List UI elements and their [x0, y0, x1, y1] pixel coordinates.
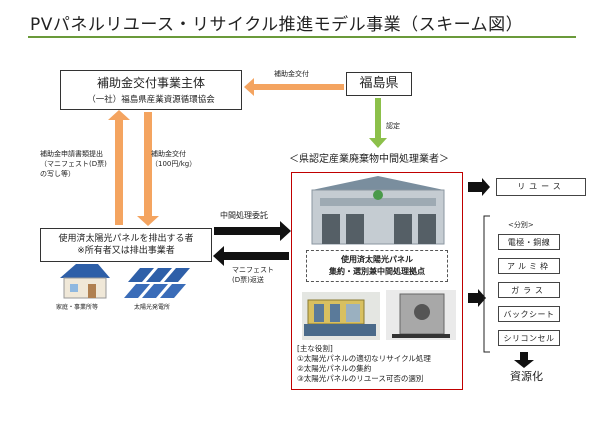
org-sub: （一社）福島県産業資源循環協会 [87, 95, 215, 105]
processor-frame [291, 172, 463, 390]
subsidy-organization-box: 補助金交付事業主体 （一社）福島県産業資源循環協会 [60, 70, 242, 110]
arrow-to-reuse [468, 178, 490, 196]
flow-subsidy-left-1: 補助金交付 [151, 150, 186, 158]
flow-application-2: （マニフェスト(D票) [40, 160, 107, 168]
flow-application-1: 補助金申請書類提出 [40, 150, 103, 158]
caption-home: 家庭・事業所等 [56, 304, 99, 311]
category-silicon: シリコンセル [498, 330, 560, 346]
role-item: ②太陽光パネルの集約 [297, 364, 372, 373]
arrow-approval [369, 98, 387, 148]
role-item: ③太陽光パネルのリユース可否の選別 [297, 374, 424, 383]
category-aluminum: アルミ枠 [498, 258, 560, 274]
resource-label: 資源化 [510, 370, 543, 383]
emitter-line-2: ※所有者又は排出事業者 [77, 246, 175, 256]
category-backsheet: バックシート [498, 306, 560, 322]
flow-application-3: の写し等） [40, 170, 75, 178]
hub-line-1: 使用済太陽光パネル [341, 255, 413, 264]
arrow-subsidy-down [137, 112, 159, 226]
hub-line-2: 集約・選別兼中間処理拠点 [329, 267, 425, 276]
prefecture-box: 福島県 [346, 72, 412, 96]
emitter-box: 使用済太陽光パネルを排出する者 ※所有者又は排出事業者 [40, 228, 212, 262]
house-icon [60, 264, 110, 299]
category-glass: ガラス [498, 282, 560, 298]
roles-title: [主な役割] [297, 344, 333, 353]
arrow-consign [214, 221, 291, 241]
emitter-line-1: 使用済太陽光パネルを排出する者 [58, 234, 194, 244]
category-label: <分別> [508, 221, 534, 229]
flow-manifest-1: マニフェスト [232, 266, 274, 274]
category-electrode: 電極・銅線 [498, 234, 560, 250]
flow-consign: 中間処理委託 [220, 211, 268, 220]
factory-icon [311, 176, 445, 245]
processor-label: ＜県認定産業廃棄物中間処理業者＞ [289, 154, 449, 165]
org-name: 補助金交付事業主体 [96, 76, 205, 90]
solar-farm-icon [124, 268, 190, 298]
category-bracket [468, 215, 490, 353]
arrow-application-up [108, 110, 130, 225]
reuse-box: リユース [496, 178, 586, 196]
flow-subsidy-left-2: （100円/kg） [151, 160, 197, 168]
flow-subsidy-top: 補助金交付 [274, 70, 309, 78]
flow-manifest-2: (D票)返送 [232, 276, 264, 284]
title-underline [28, 36, 576, 38]
flow-approval: 認定 [386, 122, 400, 130]
arrow-to-resource [514, 352, 534, 368]
arrow-pref-to-org [244, 78, 344, 96]
page-title: PVパネルリユース・リサイクル推進モデル事業（スキーム図） [30, 15, 524, 35]
roles-list: [主な役割] ①太陽光パネルの適切なリサイクル処理 ②太陽光パネルの集約 ③太陽… [297, 344, 431, 384]
processing-machine-image [302, 292, 380, 340]
caption-plant: 太陽光発電所 [134, 304, 171, 311]
role-item: ①太陽光パネルの適切なリサイクル処理 [297, 354, 431, 363]
sorting-machine-image [386, 290, 456, 340]
arrow-manifest [213, 246, 289, 266]
hub-box: 使用済太陽光パネル 集約・選別兼中間処理拠点 [306, 250, 448, 282]
